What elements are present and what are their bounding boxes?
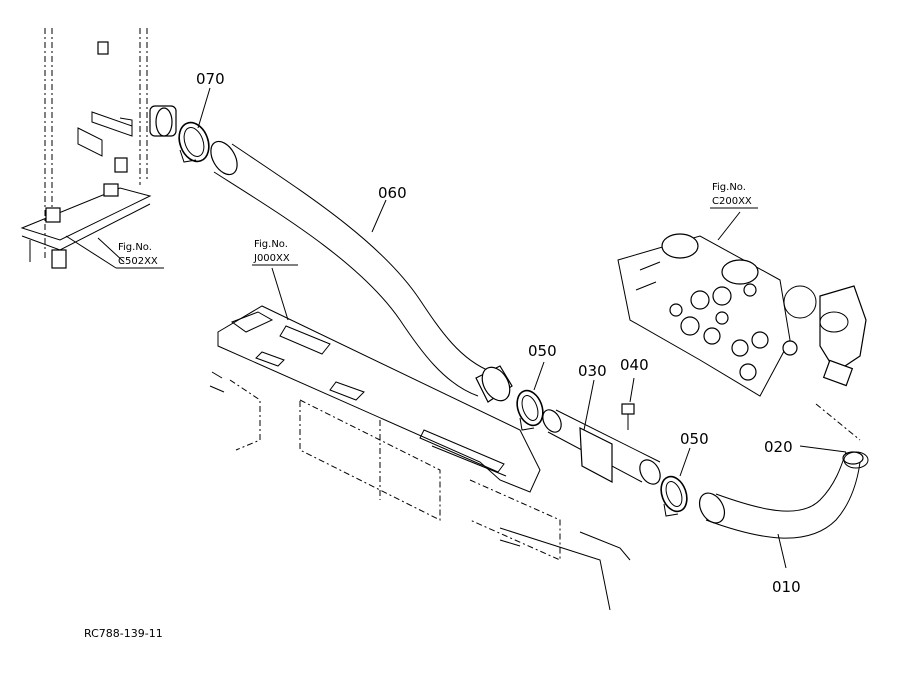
hose-clamp-050-lower bbox=[660, 447, 691, 517]
leader-c502 bbox=[97, 237, 125, 263]
fig-ref-c502-line2: C502XX bbox=[118, 256, 158, 267]
fig-ref-c200-line2: C200XX bbox=[712, 196, 752, 207]
label-050-upper: 050 bbox=[528, 342, 557, 360]
hose-010 bbox=[698, 451, 864, 569]
center-frame-assembly bbox=[209, 267, 631, 611]
label-040: 040 bbox=[620, 356, 649, 374]
label-060: 060 bbox=[378, 184, 407, 202]
fig-ref-c502-line1: Fig.No. bbox=[118, 242, 152, 253]
label-010: 010 bbox=[772, 578, 801, 596]
left-frame-assembly bbox=[20, 28, 177, 269]
label-050-lower: 050 bbox=[680, 430, 709, 448]
label-070: 070 bbox=[196, 70, 225, 88]
hose-060 bbox=[210, 140, 513, 403]
label-020: 020 bbox=[764, 438, 793, 456]
bolt-040 bbox=[621, 377, 635, 430]
hose-clamp-050-upper bbox=[516, 361, 545, 431]
fig-references: Fig.No. C502XX Fig.No. J000XX Fig.No. C2… bbox=[116, 182, 758, 269]
label-030: 030 bbox=[578, 362, 607, 380]
valve-block-assembly bbox=[617, 211, 867, 397]
part-labels: 070 060 050 030 040 050 020 010 bbox=[196, 70, 801, 596]
diagram-code: RC788-139-11 bbox=[84, 627, 163, 640]
pipe-030 bbox=[542, 379, 661, 485]
fig-ref-c200-line1: Fig.No. bbox=[712, 182, 746, 193]
fig-ref-j000-line2: J000XX bbox=[253, 253, 290, 264]
clamp-020 bbox=[799, 403, 869, 469]
hose-clamp-070 bbox=[178, 87, 211, 163]
fig-ref-j000-line1: Fig.No. bbox=[254, 239, 288, 250]
